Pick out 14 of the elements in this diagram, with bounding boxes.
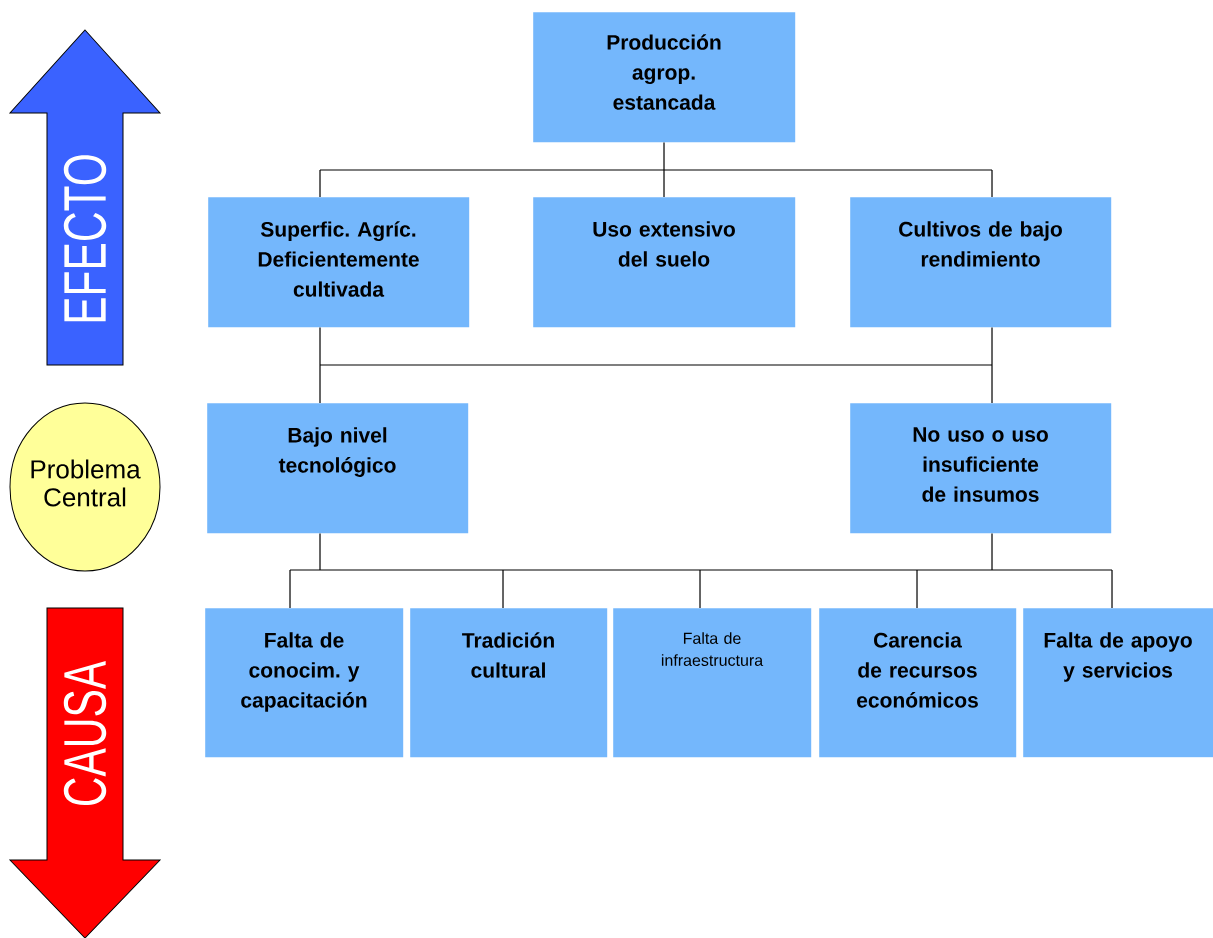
process-box: Falta de conocim. y capacitación — [205, 608, 404, 758]
process-box: Producción agrop. estancada — [533, 12, 796, 143]
process-box: Cultivos de bajo rendimiento — [850, 197, 1112, 328]
connector-line — [319, 326, 993, 404]
process-box: Carencia de recursos económicos — [819, 608, 1017, 758]
connector-line — [319, 141, 993, 198]
process-box: Superfic. Agríc. Deficientemente cultivada — [208, 197, 470, 328]
process-box: Falta de infraestructura — [613, 608, 812, 758]
process-box: Bajo nivel tecnológico — [207, 403, 469, 534]
process-box: Falta de apoyo y servicios — [1023, 608, 1213, 758]
process-box: Uso extensivo del suelo — [533, 197, 796, 328]
connector-line — [289, 532, 1113, 609]
process-box: Tradición cultural — [410, 608, 608, 758]
process-box: No uso o uso insuficiente de insumos — [850, 403, 1112, 534]
